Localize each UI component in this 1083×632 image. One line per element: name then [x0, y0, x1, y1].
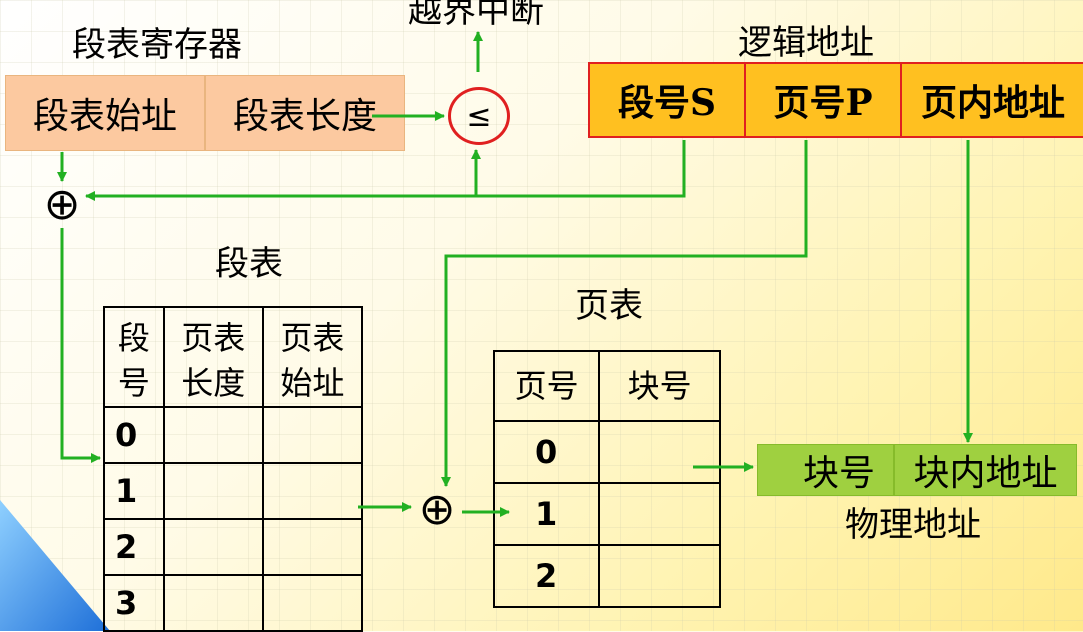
page-table-row: 2: [492, 544, 721, 608]
page-adder-icon: ⊕: [418, 484, 456, 535]
segment-table-length-cell: 段表长度: [205, 75, 405, 151]
overflow-interrupt-label: 越界中断: [408, 0, 544, 31]
segment-number-field: 段号S: [588, 62, 746, 138]
compare-operator-icon: ≤: [448, 87, 510, 145]
page-table: 页号 块号 0 1 2: [492, 350, 721, 608]
segment-table-base-cell: 段表始址: [5, 75, 205, 151]
page-table-header-page: 页号: [492, 350, 601, 422]
page-offset-field: 页内地址: [900, 62, 1083, 138]
segment-table: 段号 页表长度 页表始址 0 1 2 3: [103, 306, 364, 632]
segment-table-row: 0: [103, 405, 364, 464]
segment-table-row: 2: [103, 517, 364, 576]
segment-table-row: 3: [103, 573, 364, 632]
physical-block-offset-field: 块内地址: [894, 444, 1077, 496]
logical-address-title: 逻辑地址: [738, 23, 874, 63]
physical-block-number-field: 块号: [757, 444, 894, 496]
page-table-row: 0: [492, 420, 721, 484]
physical-address-title: 物理地址: [845, 505, 981, 545]
page-table-title: 页表: [575, 286, 643, 326]
segment-table-title: 段表: [215, 244, 283, 284]
segment-table-row: 1: [103, 461, 364, 520]
segment-register-title: 段表寄存器: [72, 25, 242, 65]
segment-table-header-segment: 段号: [103, 306, 165, 408]
segment-adder-icon: ⊕: [43, 179, 81, 230]
segment-table-header-pt-length: 页表长度: [162, 306, 264, 408]
segment-table-header-pt-base: 页表始址: [261, 306, 364, 408]
page-table-row: 1: [492, 482, 721, 546]
page-table-header-block: 块号: [598, 350, 721, 422]
